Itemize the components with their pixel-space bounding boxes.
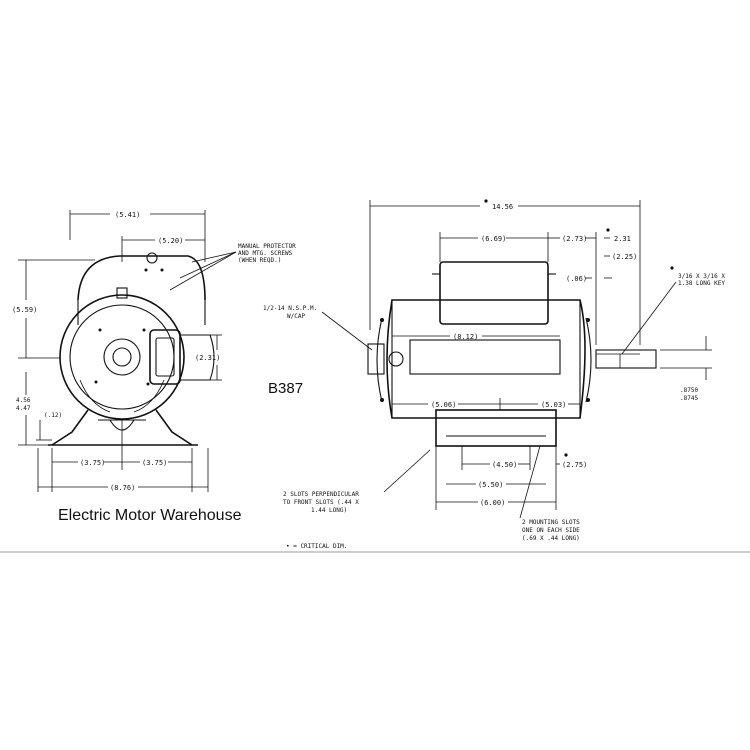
mounting-base: [435, 409, 557, 447]
dim-box: (2.31): [195, 354, 220, 362]
note-slots-line1: 2 SLOTS PERPENDICULAR: [283, 491, 359, 498]
capacitor: [439, 261, 549, 325]
dim-cap: (6.69): [481, 235, 506, 243]
note-conduit-line1: 1/2-14 N.S.P.M.: [263, 305, 317, 312]
dim-overall: 14.56: [492, 203, 513, 211]
dim-half-left: (3.75): [80, 459, 105, 467]
dim-width-mid: (5.20): [158, 237, 183, 245]
dim-foot: (.12): [44, 412, 62, 419]
protector-button: [146, 252, 158, 264]
nameplate: [409, 339, 561, 375]
dim-half-right: (3.75): [142, 459, 167, 467]
shaft-hub: [103, 338, 141, 376]
shaft-dia-b: .8745: [680, 395, 698, 402]
note-key-line2: 1.38 LONG KEY: [678, 280, 725, 287]
dim-height: (5.59): [12, 306, 37, 314]
dim-600: (6.00): [480, 499, 505, 507]
note-protector-line1: MANUAL PROTECTOR: [238, 243, 296, 250]
dim-550: (5.50): [478, 481, 503, 489]
motor-top-housing: [77, 255, 206, 301]
note-mount-line1: 2 MOUNTING SLOTS: [522, 519, 580, 526]
dim-812: (8.12): [453, 333, 478, 341]
note-key-line1: 3/16 X 3/16 X: [678, 273, 725, 280]
foot-right: [155, 409, 193, 446]
conduit-box: [149, 329, 181, 385]
dim-506: (5.06): [431, 401, 456, 409]
front-end-bell: [376, 317, 383, 403]
end-bell: [59, 294, 185, 420]
note-slots-line3: 1.44 LONG): [311, 507, 347, 514]
rear-end-bell: [585, 317, 592, 403]
dim-225: (2.25): [612, 253, 637, 261]
note-slots-line2: TO FRONT SLOTS (.44 X: [283, 499, 359, 506]
dim-503: (5.03): [541, 401, 566, 409]
model-number: B387: [268, 380, 303, 397]
dim-base: (8.76): [110, 484, 135, 492]
dim-450: (4.50): [492, 461, 517, 469]
shaft: [112, 347, 132, 367]
dim-275: (2.75): [562, 461, 587, 469]
note-mount-line3: (.69 X .44 LONG): [522, 535, 580, 542]
dim-shaft-height-a: 4.56: [16, 397, 31, 404]
note-protector-line3: (WHEN REQD.): [238, 257, 281, 264]
foot-left: [51, 409, 89, 446]
brand-label: Electric Motor Warehouse: [58, 507, 242, 524]
motor-shaft: [595, 349, 657, 369]
dim-06: (.06): [566, 275, 587, 283]
note-protector-line2: AND MTG. SCREWS: [238, 250, 293, 257]
top-lug: [116, 287, 128, 299]
shaft-dia-a: .8750: [680, 387, 698, 394]
critical-dim-legend: • = CRITICAL DIM.: [286, 543, 347, 550]
note-conduit-line2: W/CAP: [287, 313, 305, 320]
note-mount-line2: ONE ON EACH SIDE: [522, 527, 580, 534]
conduit-fitting: [367, 343, 385, 375]
dim-231: 2.31: [614, 235, 631, 243]
front-view: (5.41) (5.20) MANUAL PROTECTOR AND MTG. …: [12, 210, 296, 492]
side-view: 14.56 (6.69) (2.73) 2.31 (2.25) (.06): [263, 199, 725, 542]
dim-width-top: (5.41): [115, 211, 140, 219]
dim-273: (2.73): [562, 235, 587, 243]
dim-shaft-height-b: 4.47: [16, 405, 31, 412]
